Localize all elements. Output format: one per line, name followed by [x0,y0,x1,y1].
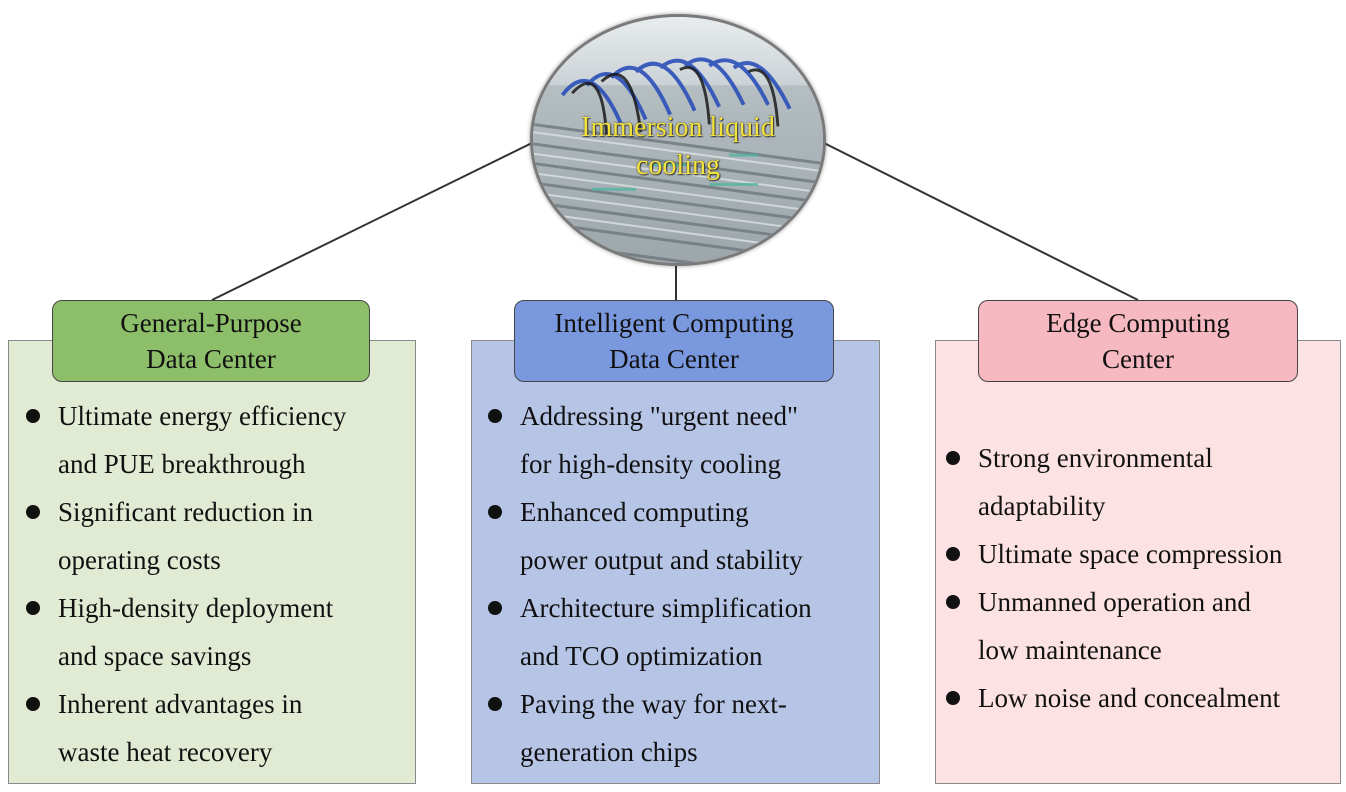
hub-title-line1: Immersion liquid [581,112,775,143]
general-purpose-title-line2: Data Center [146,344,276,374]
bullet-icon [488,409,502,423]
bullet-icon [26,601,40,615]
list-item: Paving the way for next-generation chips [484,680,876,776]
hub-title-line2: cooling [636,150,720,181]
immersion-cooling-hub: Immersion liquid cooling [530,14,826,266]
bullet-icon [946,547,960,561]
general-purpose-panel [8,340,416,784]
bullet-icon [946,691,960,705]
list-item: Ultimate space compression [942,530,1338,578]
general-purpose-title-line1: General-Purpose [120,308,302,338]
connector-general [211,139,539,301]
immersion-cooling-picture [533,17,823,263]
intelligent-computing-title-line1: Intelligent Computing [554,308,794,338]
general-purpose-header: General-Purpose Data Center [52,300,370,382]
connector-edge [817,139,1139,301]
intelligent-computing-panel [471,340,880,784]
bullet-icon [946,451,960,465]
intelligent-computing-title-line2: Data Center [609,344,739,374]
list-item: Low noise and concealment [942,674,1338,722]
bullet-icon [946,595,960,609]
edge-computing-header: Edge Computing Center [978,300,1298,382]
bullet-icon [26,697,40,711]
edge-computing-panel [935,340,1341,784]
bullet-icon [488,601,502,615]
intelligent-computing-list: Addressing "urgent need"for high-density… [484,392,876,776]
edge-computing-title-line2: Center [1102,344,1174,374]
hub-title: Immersion liquid cooling [533,109,823,185]
bullet-icon [26,409,40,423]
bullet-icon [26,505,40,519]
intelligent-computing-header: Intelligent Computing Data Center [514,300,834,382]
list-item: Addressing "urgent need"for high-density… [484,392,876,488]
bullet-icon [488,505,502,519]
edge-computing-title-line1: Edge Computing [1046,308,1230,338]
bullet-icon [488,697,502,711]
